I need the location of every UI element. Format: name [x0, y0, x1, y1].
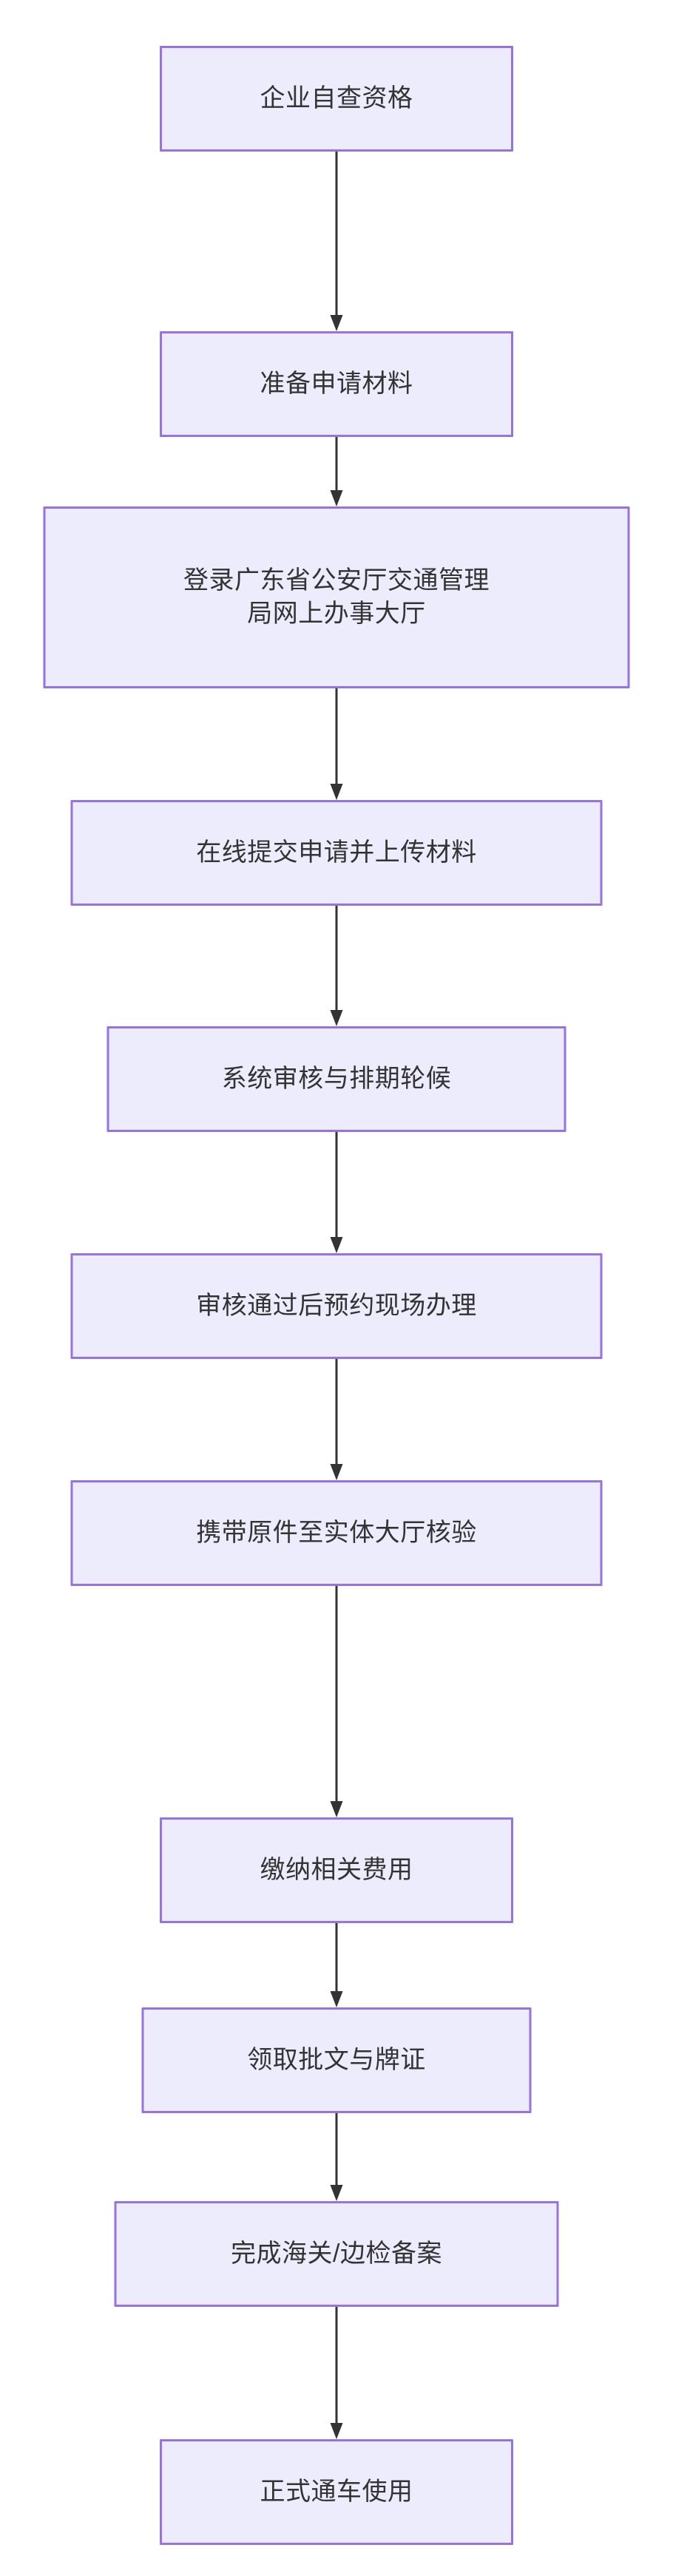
flow-node-label: 企业自查资格: [260, 84, 413, 112]
flow-node-label: 缴纳相关费用: [260, 1855, 413, 1884]
flow-node-label: 携带原件至实体大厅核验: [196, 1518, 477, 1547]
arrow-down-icon: [330, 1801, 343, 1817]
flow-edge-n3-to-n4: [328, 688, 345, 800]
flow-node-n9[interactable]: 领取批文与牌证: [141, 2007, 532, 2113]
flow-node-n8[interactable]: 缴纳相关费用: [160, 1817, 513, 1923]
flow-edge-n5-to-n6: [328, 1132, 345, 1253]
flow-node-n11[interactable]: 正式通车使用: [160, 2439, 513, 2545]
flow-node-label: 完成海关/边检备案: [231, 2239, 442, 2268]
flow-node-n10[interactable]: 完成海关/边检备案: [114, 2201, 559, 2307]
flow-node-n1[interactable]: 企业自查资格: [160, 46, 513, 152]
flow-node-n7[interactable]: 携带原件至实体大厅核验: [70, 1480, 603, 1586]
flow-node-label: 登录广东省公安厅交通管理 局网上办事大厅: [183, 566, 490, 628]
flow-edge-n10-to-n11: [328, 2307, 345, 2439]
arrow-down-icon: [330, 2185, 343, 2201]
flow-node-label: 领取批文与牌证: [247, 2045, 426, 2074]
flow-node-label: 在线提交申请并上传材料: [196, 838, 477, 867]
flow-edge-n9-to-n10: [328, 2113, 345, 2201]
arrow-down-icon: [330, 2423, 343, 2439]
flow-node-label: 系统审核与排期轮候: [221, 1064, 452, 1093]
flow-node-n5[interactable]: 系统审核与排期轮候: [106, 1026, 567, 1132]
arrow-down-icon: [330, 315, 343, 331]
flow-node-label: 正式通车使用: [260, 2477, 413, 2506]
flow-node-n6[interactable]: 审核通过后预约现场办理: [70, 1253, 603, 1359]
flow-edge-n4-to-n5: [328, 906, 345, 1026]
flow-edge-n1-to-n2: [328, 152, 345, 331]
flow-edge-n6-to-n7: [328, 1359, 345, 1480]
flow-edge-n8-to-n9: [328, 1923, 345, 2007]
flow-node-n4[interactable]: 在线提交申请并上传材料: [70, 800, 603, 906]
arrow-down-icon: [330, 490, 343, 506]
flow-node-label: 准备申请材料: [260, 369, 413, 398]
arrow-down-icon: [330, 784, 343, 800]
flow-node-n2[interactable]: 准备申请材料: [160, 331, 513, 437]
arrow-down-icon: [330, 1991, 343, 2007]
arrow-down-icon: [330, 1464, 343, 1480]
arrow-down-icon: [330, 1237, 343, 1253]
flow-node-label: 审核通过后预约现场办理: [196, 1291, 477, 1320]
flow-edge-n2-to-n3: [328, 437, 345, 506]
arrow-down-icon: [330, 1010, 343, 1026]
flow-edge-n7-to-n8: [328, 1586, 345, 1817]
flow-node-n3[interactable]: 登录广东省公安厅交通管理 局网上办事大厅: [43, 506, 630, 688]
